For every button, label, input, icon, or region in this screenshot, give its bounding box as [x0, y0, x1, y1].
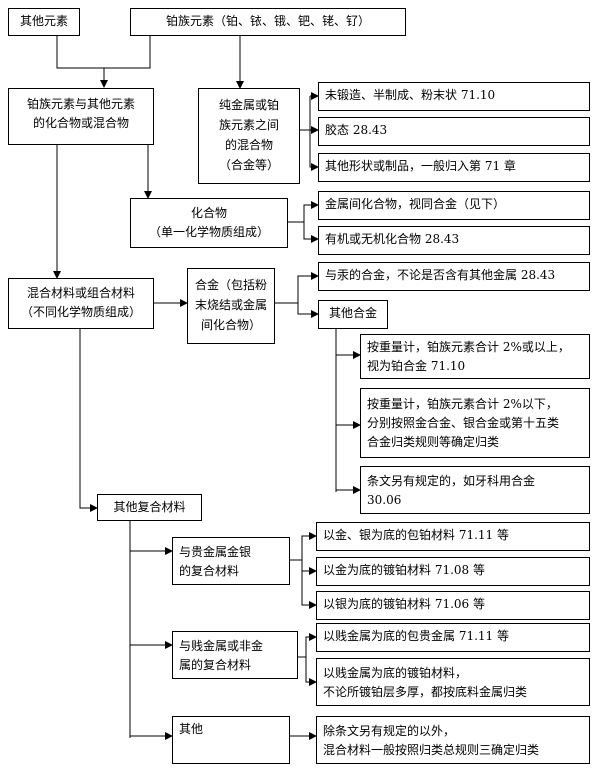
node-base-plated: 以贱金属为底的镀铂材料， 不论所镀铂层多厚，都按底料金属归类	[316, 658, 590, 706]
node-mercury-alloy: 与汞的合金，不论是否含有其他金属 28.43	[318, 262, 590, 291]
node-other-forms: 其他形状或制品，一般归入第 71 章	[318, 153, 590, 182]
node-alloy: 合金（包括粉 末烧结或金属 间化合物）	[187, 268, 275, 344]
node-compound: 化合物 （单一化学物质组成）	[130, 198, 288, 248]
node-other-composite: 其他复合材料	[97, 494, 202, 521]
connector	[79, 329, 98, 512]
connector	[298, 633, 317, 658]
node-gold-silver-clad: 以金、银为底的包铂材料 71.11 等	[316, 522, 590, 551]
node-others-rule: 除条文另有规定的以外， 混合材料一般按照归类总规则三确定归类	[316, 716, 590, 764]
connector	[104, 36, 151, 69]
connector	[275, 272, 319, 304]
node-silver-plated: 以银为底的镀铂材料 71.06 等	[316, 591, 590, 620]
connector	[297, 303, 319, 318]
node-alloy-2pct-up: 按重量计，铂族元素合计 2%或以上， 视为铂合金 71.10	[360, 334, 590, 379]
connector	[301, 560, 317, 575]
node-alloy-2pct-down: 按重量计，铂族元素合计 2%以下， 分别按照金合金、银合金或第十五类 合金归类规…	[360, 388, 590, 458]
connector	[56, 36, 104, 69]
connector	[309, 130, 319, 171]
node-precious-composite: 与贵金属金银 的复合材料	[172, 537, 290, 585]
node-mixed-material: 混合材料或组合材料 （不同化学物质组成）	[8, 278, 154, 329]
node-gold-plated: 以金为底的镀铂材料 71.08 等	[316, 557, 590, 586]
connector	[300, 96, 311, 131]
node-pgm: 铂族元素（铂、铱、锇、钯、铑、钌）	[130, 8, 406, 36]
node-colloidal: 胶态 28.43	[318, 117, 590, 146]
node-intermetallic: 金属间化合物，视同合金（见下）	[318, 191, 590, 220]
node-base-composite: 与贱金属或非金 属的复合材料	[172, 631, 298, 679]
connector	[305, 657, 317, 686]
node-organic-inorganic: 有机或无机化合物 28.43	[318, 226, 590, 255]
connector	[303, 222, 319, 243]
node-pure-metal: 纯金属或铂 族元素之间 的混合物 （合金等）	[198, 88, 300, 184]
node-unwrought: 未锻造、半制成、粉末状 71.10	[318, 82, 590, 111]
node-other-elements: 其他元素	[8, 8, 80, 36]
connector	[301, 571, 317, 609]
node-dental-alloy: 条文另有规定的，如牙科用合金 30.06	[360, 466, 590, 514]
node-others: 其他	[172, 716, 290, 764]
connector	[290, 532, 317, 561]
connector	[288, 201, 319, 223]
node-pgm-compounds: 铂族元素与其他元素 的化合物或混合物	[8, 88, 154, 145]
node-other-alloy: 其他合金	[318, 300, 388, 329]
node-base-clad: 以贱金属为底的包贵金属 71.11 等	[316, 623, 590, 652]
